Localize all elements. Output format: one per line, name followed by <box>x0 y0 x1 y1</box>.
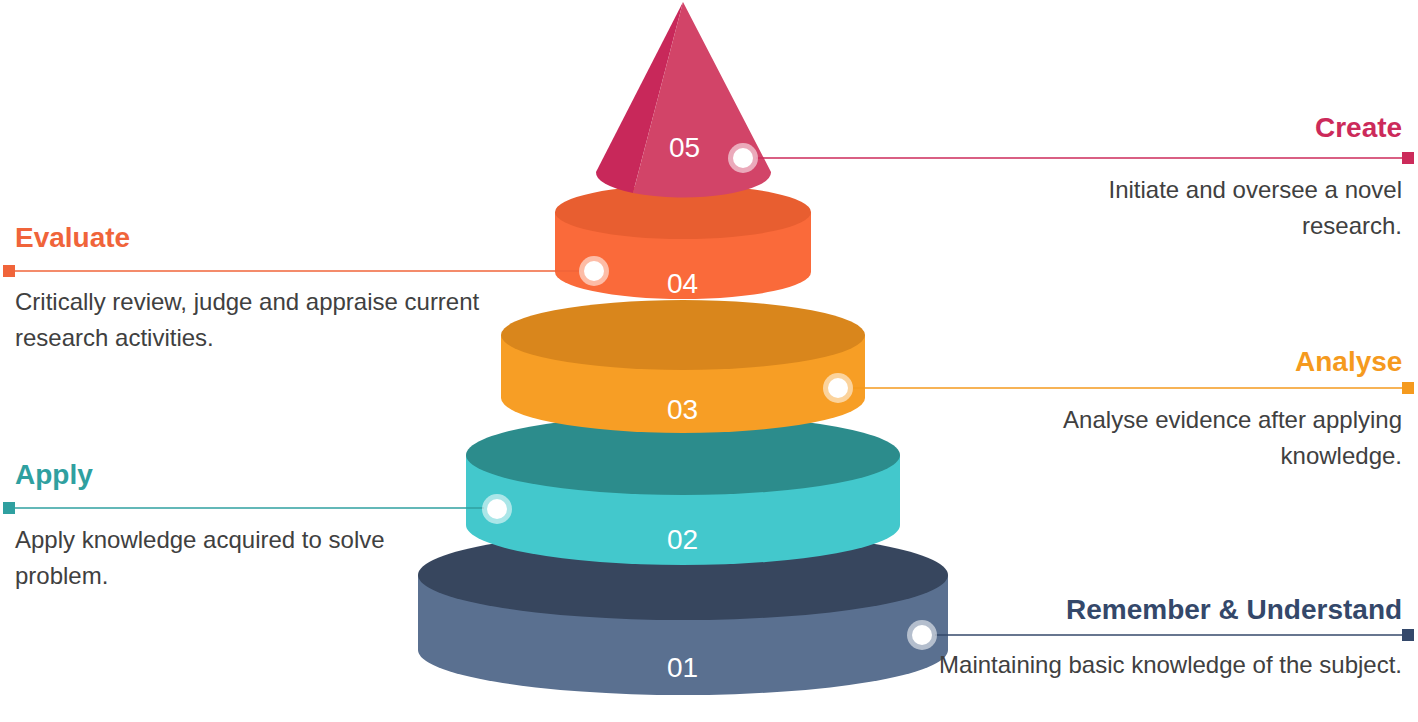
dot <box>912 625 932 645</box>
leader-end <box>3 265 15 277</box>
pyramid-tier: 01 <box>667 651 698 685</box>
dot <box>487 499 507 519</box>
tier-number: 04 <box>667 267 698 301</box>
level-heading: Apply <box>15 458 93 492</box>
dot-ring <box>482 494 512 524</box>
dot-ring <box>579 256 609 286</box>
leader-dots <box>482 143 937 650</box>
leader-end <box>3 502 15 514</box>
leader-line <box>8 507 484 509</box>
level-description: Maintaining basic knowledge of the subje… <box>924 647 1402 683</box>
level-heading: Create <box>1315 111 1402 145</box>
leader-line <box>935 634 1408 636</box>
level-heading: Analyse <box>1295 345 1402 379</box>
leader-line <box>8 270 581 272</box>
dot-ring <box>728 143 758 173</box>
level-heading: Evaluate <box>15 221 130 255</box>
leader-end <box>1402 152 1414 164</box>
leader-lines <box>8 158 1408 635</box>
leader-line <box>756 157 1408 159</box>
tier-number: 02 <box>667 523 698 557</box>
dot <box>584 261 604 281</box>
level-heading: Remember & Understand <box>1066 593 1402 627</box>
dot-ring <box>907 620 937 650</box>
level-description: Initiate and oversee a novel research. <box>1030 172 1402 244</box>
cone-face <box>633 2 771 197</box>
level-description: Apply knowledge acquired to solve proble… <box>15 522 410 594</box>
leader-line <box>851 387 1408 389</box>
level-description: Critically review, judge and appraise cu… <box>15 284 505 356</box>
tier-number: 01 <box>667 651 698 685</box>
tier-number: 03 <box>667 393 698 427</box>
dot-ring <box>823 373 853 403</box>
dot <box>733 148 753 168</box>
tier-top <box>501 300 865 370</box>
pyramid-tier: 03 <box>667 393 698 427</box>
pyramid-tier: 04 <box>667 267 698 301</box>
leader-end <box>1402 382 1414 394</box>
level-description: Analyse evidence after applying knowledg… <box>972 402 1402 474</box>
pyramid-tier: 02 <box>667 523 698 557</box>
tier-number: 05 <box>669 131 700 165</box>
leader-end <box>1402 629 1414 641</box>
dot <box>828 378 848 398</box>
pyramid-tier: 05 <box>669 131 700 165</box>
